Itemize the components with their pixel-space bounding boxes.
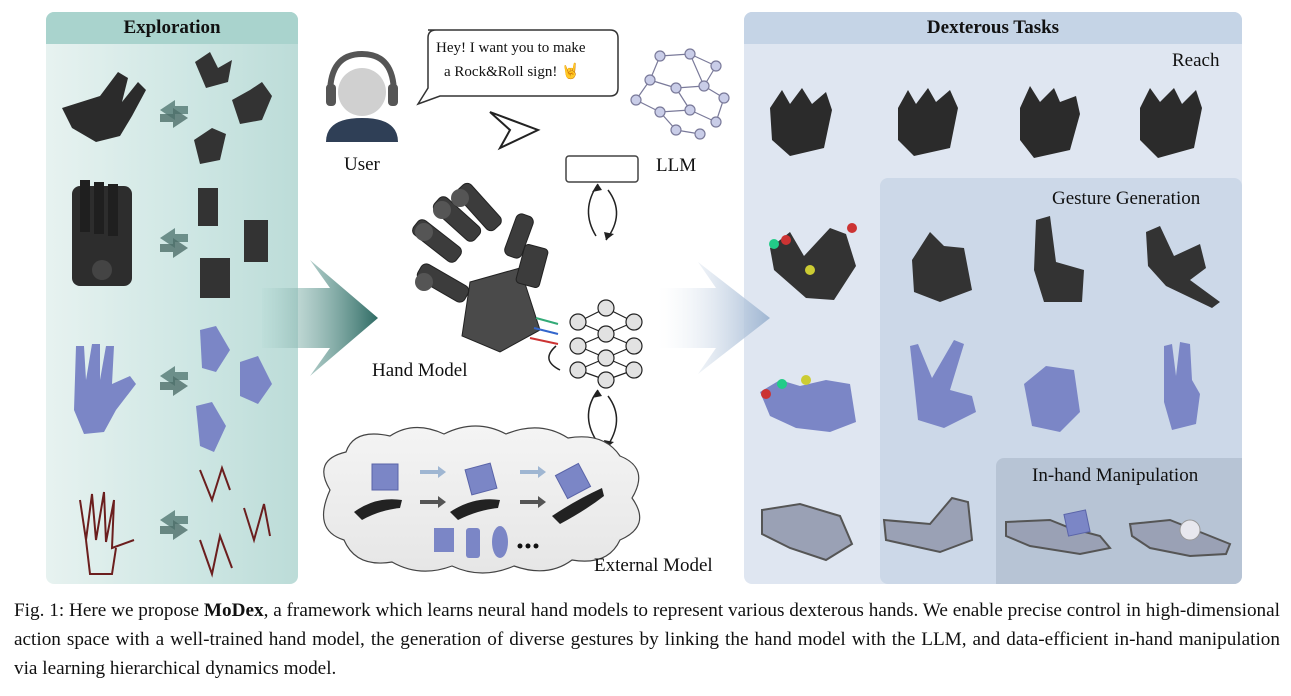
dark-hand-small-icon [244, 220, 268, 262]
llm-label: LLM [656, 155, 697, 176]
gesture-row-blue [760, 340, 1200, 432]
blue-hand-small-icon [200, 326, 230, 372]
skeleton-hand-small-icon [199, 464, 231, 503]
mesh-hand-icon [882, 496, 974, 554]
double-arrow-icon [160, 228, 188, 248]
external-model-cloud [322, 425, 641, 574]
blue-hand-icon [1024, 366, 1080, 432]
dark-hand-small-icon [194, 128, 226, 164]
blue-arrow-icon [658, 262, 770, 374]
paper-plane-icon [489, 111, 541, 151]
double-arrow-icon [160, 366, 188, 386]
dark-hand-icon [1146, 226, 1220, 308]
hand-model-icon [412, 182, 559, 353]
exploration-title: Exploration [123, 17, 221, 38]
speech-bubble-line-1: Hey! I want you to make [436, 40, 586, 56]
speech-bubble [416, 29, 619, 106]
blue-hand-icon [760, 380, 856, 432]
gesture-row-dark [769, 216, 1220, 308]
dexterous-tasks-header: Dexterous Tasks [744, 12, 1242, 44]
skeleton-hand-small-icon [243, 503, 271, 544]
inhand-manipulation-label: In-hand Manipulation [1032, 465, 1199, 486]
teal-arrow-icon [262, 260, 378, 376]
dark-hand-icon [1020, 86, 1080, 158]
reach-hands [770, 86, 1202, 158]
speech-bubble-line-2: a Rock&Roll sign! 🤘 [444, 64, 580, 80]
cube-object-icon [1063, 509, 1091, 537]
mesh-hand-icon [761, 502, 854, 562]
gesture-generation-label: Gesture Generation [1052, 188, 1201, 209]
manipulation-hands [761, 496, 1232, 562]
mesh-hand-icon [1128, 518, 1232, 558]
caption-prefix: Fig. 1: Here we propose [14, 600, 204, 621]
caption-rest: , a framework which learns neural hand m… [14, 600, 1280, 679]
dexterous-tasks-title: Dexterous Tasks [926, 17, 1060, 38]
blue-hand-small-icon [196, 402, 226, 452]
sphere-object-icon [1179, 519, 1201, 541]
dark-hand-icon [62, 72, 146, 142]
dark-hand-icon [912, 232, 972, 302]
llm-box [565, 155, 639, 183]
exploration-row-2 [72, 180, 268, 298]
neural-network-icon [569, 299, 643, 389]
figure-caption: Fig. 1: Here we propose MoDex, a framewo… [14, 596, 1280, 683]
dark-hand-small-icon [232, 82, 272, 124]
dark-hand-small-icon [195, 52, 232, 88]
blue-hand-small-icon [240, 356, 272, 404]
dark-hand-icon [898, 88, 958, 156]
external-model-label: External Model [594, 555, 713, 576]
blue-hand-icon [910, 340, 976, 428]
blue-hand-icon [1164, 342, 1200, 430]
mesh-hand-icon [1005, 518, 1112, 556]
exploration-header: Exploration [46, 12, 298, 44]
exploration-row-3 [74, 326, 272, 452]
double-arrow-icon [160, 510, 188, 530]
hand-model-label: Hand Model [372, 360, 468, 381]
exploration-row-4 [79, 464, 271, 578]
caption-name: MoDex [203, 600, 264, 621]
user-avatar-icon [326, 50, 398, 142]
exploration-row-1 [62, 52, 272, 164]
dark-hand-icon [770, 228, 856, 300]
blue-hand-icon [74, 344, 136, 434]
dark-hand-small-icon [200, 258, 230, 298]
dark-hand-icon [1140, 88, 1202, 158]
reach-label: Reach [1172, 50, 1220, 71]
skeleton-hand-icon [79, 491, 135, 550]
user-label: User [344, 154, 380, 175]
dark-hand-small-icon [198, 188, 218, 226]
dark-hand-icon [1034, 216, 1084, 302]
cube-hand-sequence [354, 462, 604, 558]
skeleton-hand-small-icon [199, 532, 233, 578]
cycle-arrow-icon [587, 183, 599, 237]
llm-network-icon [630, 48, 730, 140]
dark-hand-icon [770, 88, 832, 156]
